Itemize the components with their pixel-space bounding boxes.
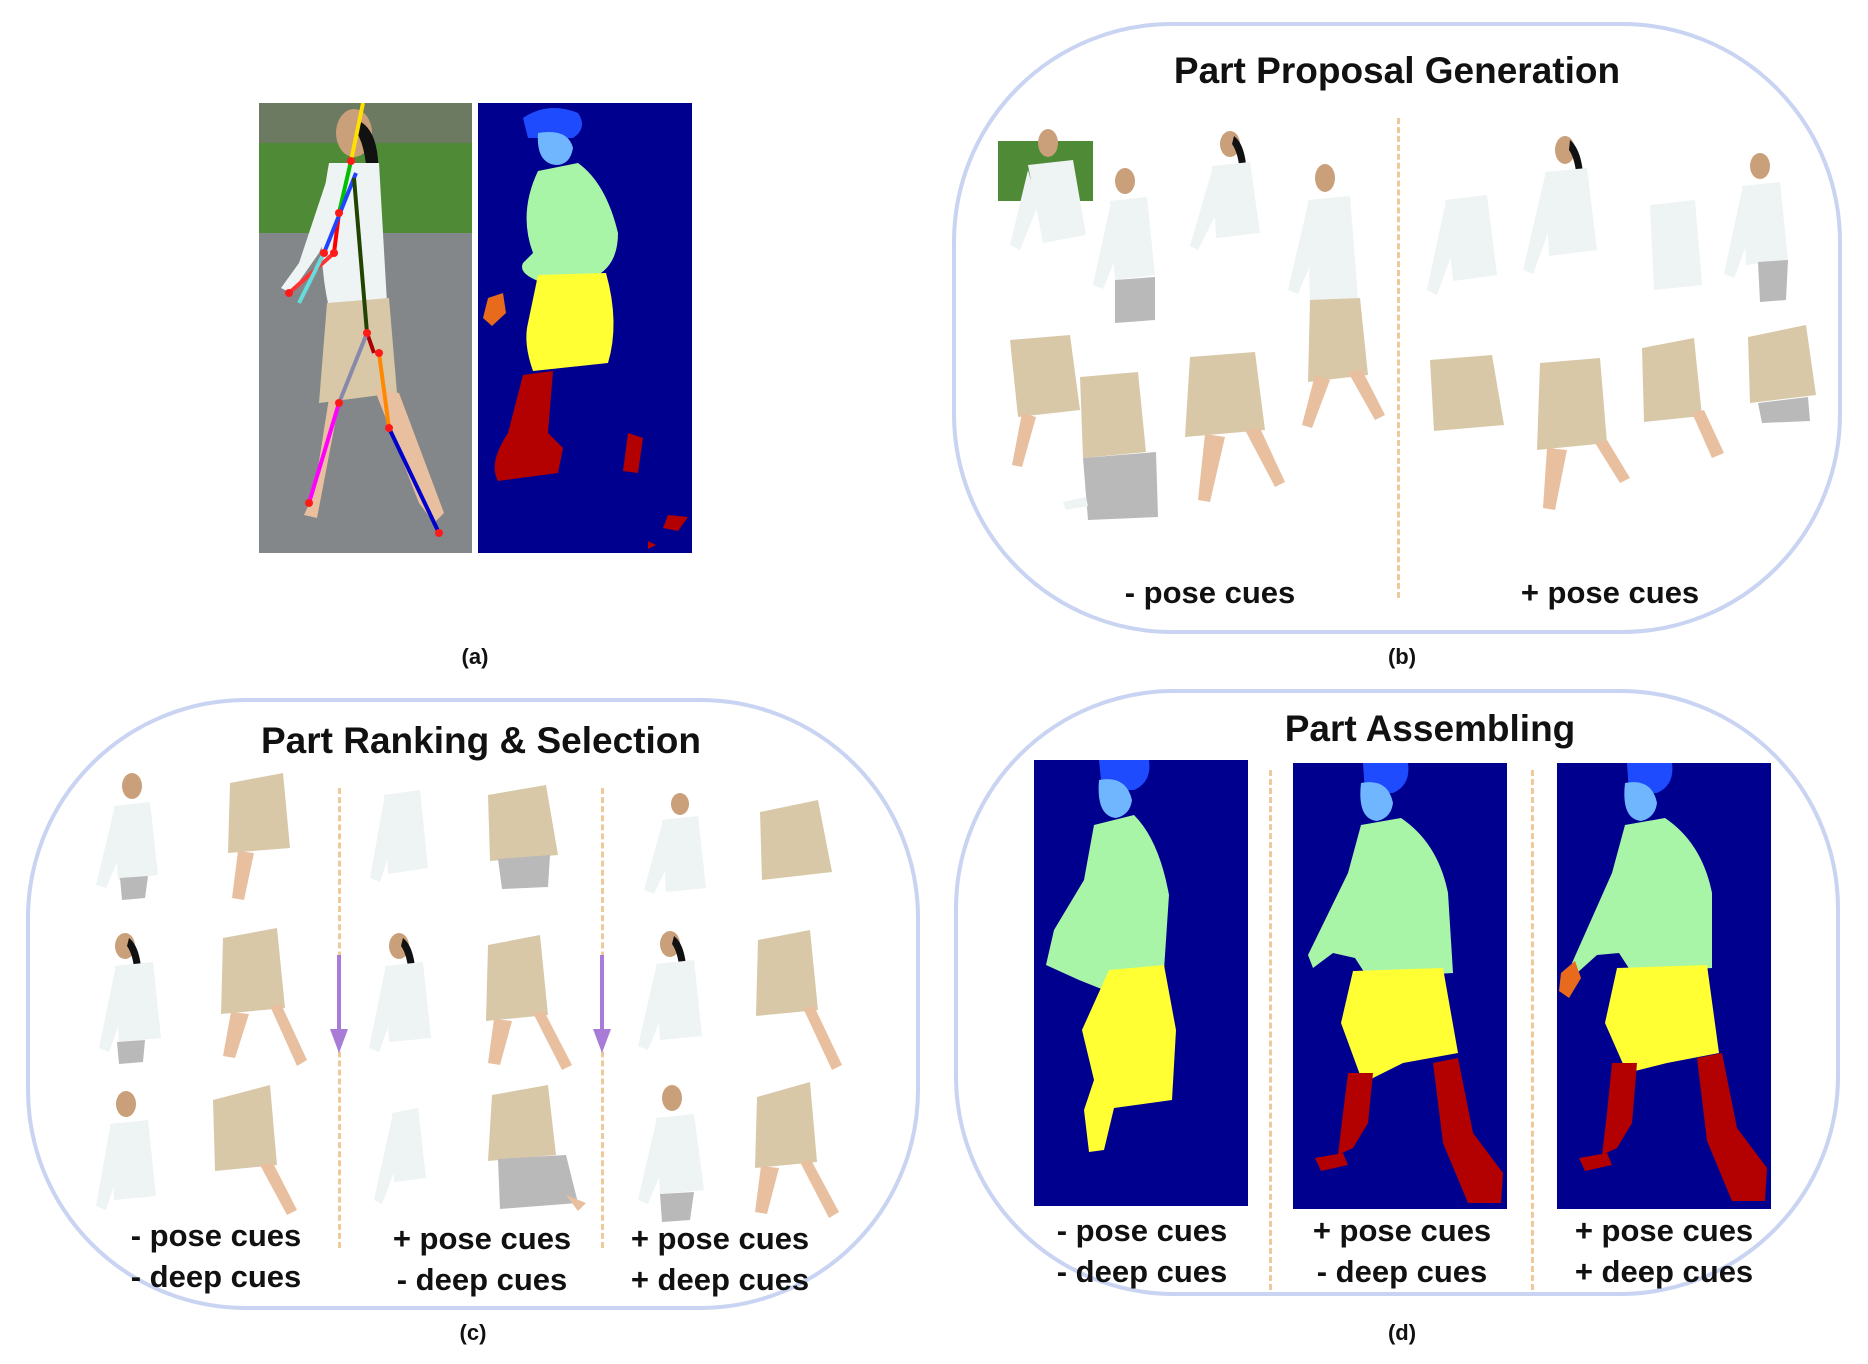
proposal-skirt-thumbnail — [1000, 335, 1085, 470]
caption-b: (b) — [1387, 644, 1417, 669]
ranked-skirt-part — [750, 800, 840, 885]
ranked-skirt-part — [748, 930, 848, 1075]
ranked-skirt-part — [745, 1082, 845, 1222]
pose-photo — [259, 103, 472, 553]
ranked-upper-body-part — [370, 1108, 440, 1208]
ranked-skirt-part — [478, 785, 568, 895]
panel-d-cue-2-deep: - deep cues — [1316, 1254, 1488, 1289]
panel-d-cue-2: + pose cues - deep cues — [1282, 1210, 1522, 1292]
panel-d-divider-1 — [1269, 770, 1272, 1290]
panel-b-title: Part Proposal Generation — [1173, 50, 1621, 91]
ranked-upper-body-part — [365, 930, 445, 1065]
proposal-upper-body-thumbnail — [998, 125, 1093, 265]
caption-c: (c) — [459, 1320, 487, 1345]
panel-c-cue-1: - pose cues - deep cues — [96, 1215, 336, 1297]
parsing-map-ground-truth — [478, 103, 692, 553]
ranked-upper-body-part — [632, 1082, 717, 1222]
ranked-skirt-part — [478, 935, 578, 1075]
assembled-map-pose-no-deep — [1293, 763, 1507, 1209]
ranked-upper-body-part — [640, 790, 715, 900]
panel-c-cue-3-deep: + deep cues — [630, 1262, 810, 1297]
ranked-upper-body-part — [368, 790, 438, 890]
proposal-skirt-thumbnail — [1058, 372, 1168, 522]
proposal-skirt-thumbnail — [1525, 358, 1635, 518]
panel-d-cue-3-deep: + deep cues — [1574, 1254, 1754, 1289]
caption-d: (d) — [1387, 1320, 1417, 1345]
panel-d-divider-2 — [1531, 770, 1534, 1290]
ranked-upper-body-part — [630, 928, 715, 1063]
panel-d-cue-3: + pose cues + deep cues — [1544, 1210, 1784, 1292]
panel-c-cue-1-pose: - pose cues — [130, 1218, 302, 1253]
panel-b-cue-left: - pose cues — [1124, 575, 1296, 610]
assembled-map-pose-deep — [1557, 763, 1771, 1209]
proposal-full-body-thumbnail — [1280, 160, 1390, 440]
proposal-skirt-thumbnail — [1170, 352, 1290, 507]
panel-b-divider — [1397, 118, 1400, 598]
panel-d-cue-2-pose: + pose cues — [1312, 1213, 1492, 1248]
panel-d-cue-3-pose: + pose cues — [1574, 1213, 1754, 1248]
proposal-skirt-thumbnail — [1738, 325, 1823, 425]
panel-c-cue-2: + pose cues - deep cues — [362, 1218, 602, 1300]
proposal-upper-body-thumbnail — [1425, 195, 1505, 305]
proposal-skirt-thumbnail — [1422, 355, 1507, 435]
down-arrow-icon — [328, 955, 350, 1055]
panel-b-cue-right: + pose cues — [1520, 575, 1700, 610]
ranked-upper-body-part — [92, 1088, 172, 1218]
ranked-skirt-part — [215, 928, 310, 1073]
panel-c-cue-3: + pose cues + deep cues — [600, 1218, 840, 1300]
panel-c-title: Part Ranking & Selection — [261, 720, 701, 761]
ranked-skirt-part — [205, 1085, 305, 1220]
proposal-upper-body-thumbnail — [1640, 200, 1710, 310]
proposal-upper-body-thumbnail — [1085, 165, 1165, 325]
ranked-skirt-part — [218, 773, 298, 903]
panel-c-cue-1-deep: - deep cues — [130, 1259, 302, 1294]
ranked-upper-body-part — [95, 930, 175, 1065]
ranked-skirt-part — [478, 1085, 593, 1215]
panel-c-cue-2-pose: + pose cues — [392, 1221, 572, 1256]
panel-c-cue-2-deep: - deep cues — [396, 1262, 568, 1297]
caption-a: (a) — [461, 644, 489, 669]
panel-d-cue-1: - pose cues - deep cues — [1022, 1210, 1262, 1292]
panel-d-cue-1-pose: - pose cues — [1056, 1213, 1228, 1248]
ranked-upper-body-part — [90, 770, 170, 900]
down-arrow-icon — [591, 955, 613, 1055]
proposal-skirt-thumbnail — [1632, 338, 1732, 468]
panel-d-title: Part Assembling — [1284, 708, 1576, 749]
panel-c-cue-3-pose: + pose cues — [630, 1221, 810, 1256]
proposal-upper-body-thumbnail — [1180, 128, 1270, 258]
proposal-upper-body-thumbnail — [1515, 130, 1610, 290]
assembled-map-no-pose-no-deep — [1034, 760, 1248, 1206]
panel-d-cue-1-deep: - deep cues — [1056, 1254, 1228, 1289]
proposal-upper-body-thumbnail — [1718, 150, 1798, 310]
